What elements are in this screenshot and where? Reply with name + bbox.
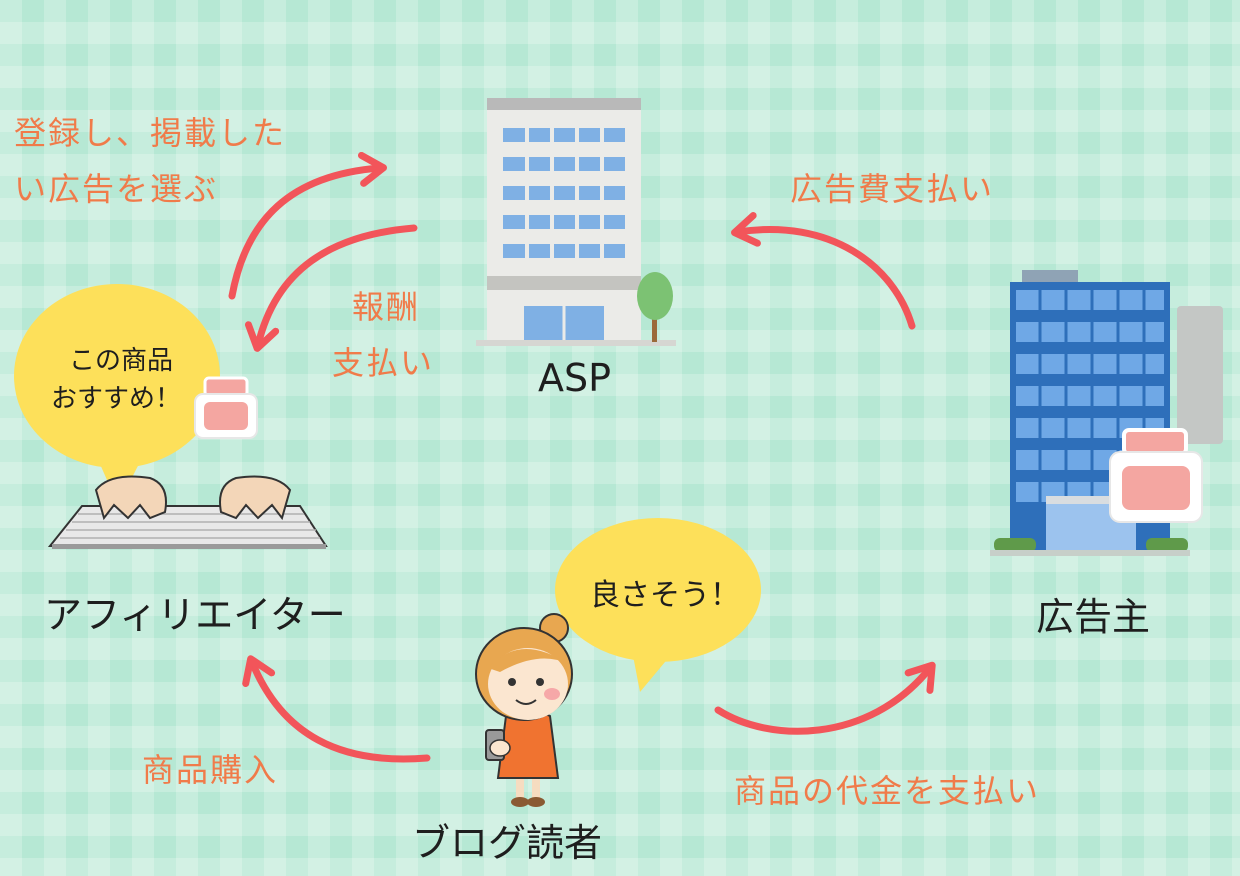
arrow-affiliate-to-asp bbox=[228, 151, 387, 300]
arrow-advertiser-to-asp bbox=[731, 212, 916, 330]
arrow-reader-to-affiliate bbox=[242, 655, 431, 763]
reader-speech-bubble bbox=[555, 518, 761, 692]
asp-building-icon bbox=[476, 98, 676, 346]
advertiser-building-icon bbox=[990, 270, 1223, 556]
reader-label: ブログ読者 bbox=[412, 821, 603, 865]
register-label-line1: 登録し、掲載した bbox=[14, 114, 287, 152]
reward-label-line1: 報酬 bbox=[352, 288, 421, 326]
arrow-reader-to-advertiser bbox=[714, 661, 936, 735]
affiliate-label: アフィリエイター bbox=[44, 593, 346, 637]
register-label-line2: い広告を選ぶ bbox=[14, 170, 219, 208]
payment-label: 商品の代金を支払い bbox=[734, 772, 1041, 810]
purchase-label: 商品購入 bbox=[142, 751, 279, 789]
blog-reader-person-icon bbox=[475, 613, 573, 807]
product-jar-icon bbox=[194, 376, 258, 439]
product-jar-icon bbox=[1109, 428, 1203, 523]
keyboard-typing-icon bbox=[47, 475, 328, 549]
advertiser-label: 広告主 bbox=[1036, 595, 1151, 639]
reader-bubble-text: 良さそう！ bbox=[590, 578, 740, 613]
arrow-asp-to-affiliate bbox=[244, 224, 418, 352]
affiliate-bubble-line2: おすすめ！ bbox=[50, 384, 181, 414]
affiliate-bubble-line1: この商品 bbox=[68, 346, 173, 376]
reward-label-line2: 支払い bbox=[332, 344, 435, 382]
ad-fee-label: 広告費支払い bbox=[790, 170, 995, 208]
asp-label: ASP bbox=[538, 356, 612, 400]
